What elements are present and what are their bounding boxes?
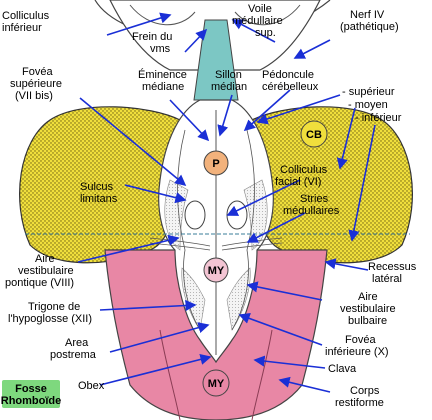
svg-text:CB: CB <box>306 129 322 141</box>
circle-p: P <box>203 150 229 176</box>
label-inferieur: - inférieur <box>355 112 402 124</box>
label-clava: Clava <box>328 363 357 375</box>
arrows <box>77 12 376 393</box>
colliculus-facial-right <box>226 200 248 230</box>
fosse-rhomboide-tag: Fosse Rhomboïde <box>1 380 62 408</box>
label-nerf-iv: Nerf IV(pathétique) <box>340 9 399 33</box>
circle-my-lower: MY <box>202 369 230 397</box>
colliculus-bump-right <box>234 4 301 26</box>
medulla-divider-left <box>159 329 181 420</box>
sulcus-limitans-right <box>231 129 255 331</box>
medulla-divider-right <box>251 329 273 420</box>
svg-text:MY: MY <box>208 265 225 277</box>
svg-text:Fosse: Fosse <box>15 383 47 395</box>
label-obex: Obex <box>78 380 105 392</box>
circle-cb: CB <box>300 120 328 148</box>
circle-my-upper: MY <box>203 257 229 283</box>
svg-text:MY: MY <box>208 378 225 390</box>
svg-text:Rhomboïde: Rhomboïde <box>1 395 62 407</box>
svg-text:P: P <box>212 158 219 170</box>
area-vestibular-right <box>243 179 268 251</box>
label-moyen: - moyen <box>348 99 388 111</box>
colliculus-bump-left <box>129 4 196 26</box>
label-superieur: - supérieur <box>342 86 395 98</box>
colliculus-facial-left <box>184 200 206 230</box>
